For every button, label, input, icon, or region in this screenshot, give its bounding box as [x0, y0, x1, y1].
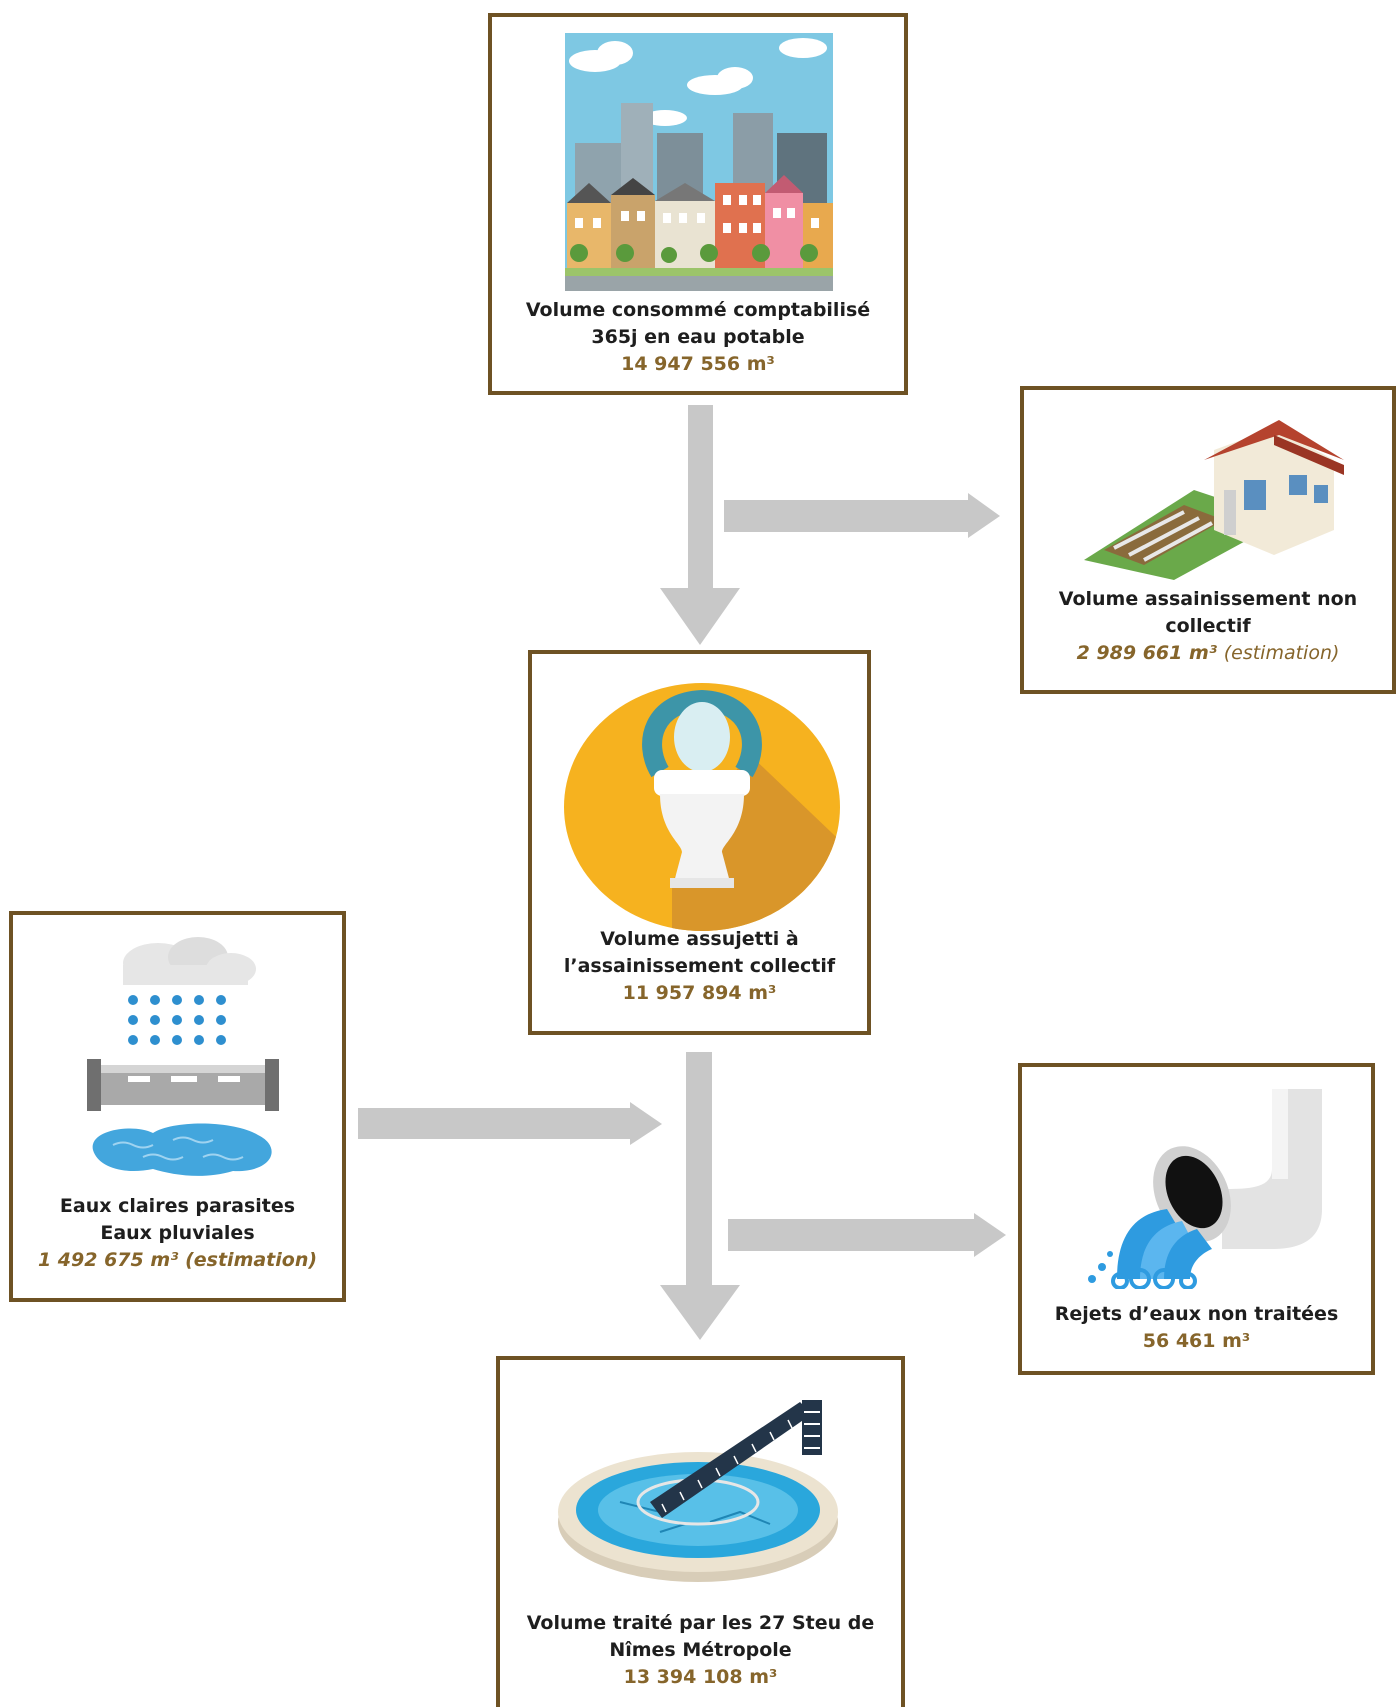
consumed-value: 14 947 556 m³ [621, 353, 775, 375]
house-septic-tank-icon [1084, 420, 1344, 580]
node-consumed-volume: Volume consommé comptabilisé 365j en eau… [488, 13, 908, 395]
non-collective-value: 2 989 661 m³ [1076, 642, 1218, 664]
node-untreated-discharge: Rejets d’eaux non traitées 56 461 m³ [1018, 1063, 1375, 1375]
untreated-label: Rejets d’eaux non traitées [1054, 1303, 1339, 1325]
treated-value: 13 394 108 m³ [623, 1666, 778, 1688]
parasitic-value: 1 492 675 m³ [37, 1249, 179, 1271]
non-collective-estimation-note: (estimation) [1223, 642, 1340, 664]
arrow-consumed-to-collective [660, 405, 740, 645]
non-collective-label-line1: Volume assainissement non [1058, 588, 1358, 610]
collective-label-line2: l’assainissement collectif [563, 955, 836, 977]
arrow-collective-to-treated [660, 1052, 740, 1340]
parasitic-label-line1: Eaux claires parasites [59, 1195, 296, 1217]
toilet-icon [564, 683, 840, 931]
node-treated-volume: Volume traité par les 27 Steu de Nîmes M… [496, 1356, 905, 1707]
parasitic-label-line2: Eaux pluviales [100, 1222, 255, 1244]
rain-pipe-puddle-icon [87, 937, 279, 1176]
arrow-to-non-collective [724, 493, 1000, 538]
arrow-parasitic-inflow [358, 1102, 662, 1145]
non-collective-label-line2: collectif [1165, 615, 1251, 637]
parasitic-estimation-note: (estimation) [185, 1249, 318, 1271]
node-non-collective-volume: Volume assainissement non collectif 2 98… [1020, 386, 1396, 694]
treated-label-line2: Nîmes Métropole [609, 1639, 792, 1661]
discharge-pipe-icon [1088, 1089, 1322, 1289]
treatment-basin-icon [558, 1400, 838, 1582]
node-collective-volume: Volume assujetti à l’assainissement coll… [528, 650, 871, 1035]
consumed-label-line2: 365j en eau potable [591, 326, 805, 348]
city-buildings-icon [565, 33, 833, 291]
consumed-label-line1: Volume consommé comptabilisé [525, 299, 871, 321]
collective-label-line1: Volume assujetti à [600, 928, 799, 950]
collective-value: 11 957 894 m³ [622, 982, 777, 1004]
untreated-value: 56 461 m³ [1142, 1330, 1251, 1352]
node-parasitic-water: Eaux claires parasites Eaux pluviales 1 … [9, 911, 346, 1302]
treated-label-line1: Volume traité par les 27 Steu de [526, 1612, 875, 1634]
arrow-to-untreated [728, 1213, 1006, 1257]
